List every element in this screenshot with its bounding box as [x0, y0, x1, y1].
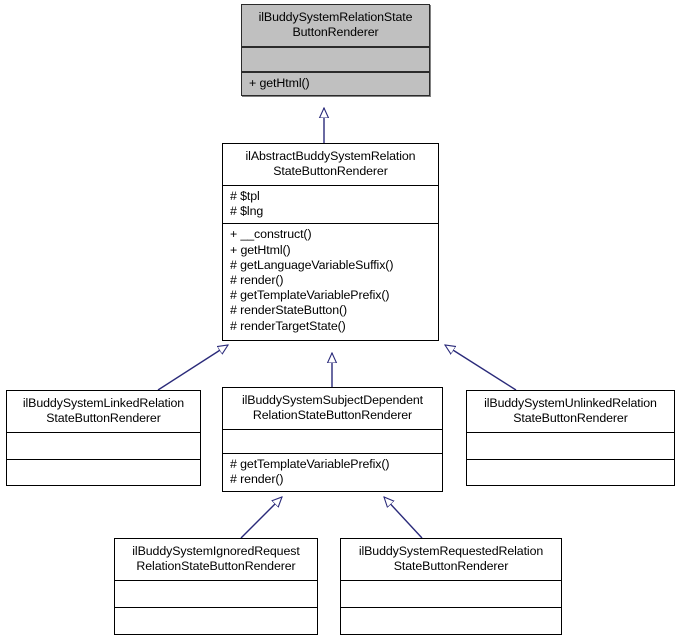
class-name-unlinked: ilBuddySystemUnlinkedRelation StateButto…: [484, 396, 657, 425]
class-name-root: ilBuddySystemRelationState ButtonRendere…: [258, 10, 413, 39]
edge-linked-to-abstract: [157, 345, 228, 391]
class-attributes-unlinked: [467, 433, 674, 459]
class-separator: [7, 432, 200, 433]
class-separator: [223, 429, 442, 430]
uml-class-box-unlinked[interactable]: ilBuddySystemUnlinkedRelation StateButto…: [466, 390, 675, 486]
edge-ignored-request-to-subject-dependent: [240, 497, 282, 539]
class-operations-requested: [341, 608, 561, 634]
class-separator: [341, 580, 561, 581]
class-attributes-linked: [7, 433, 200, 459]
class-operations-ignored-request: [115, 608, 317, 634]
edge-requested-to-subject-dependent: [384, 497, 423, 539]
class-operations-root: + getHtml(): [249, 75, 310, 90]
class-name-requested: ilBuddySystemRequestedRelation StateButt…: [358, 544, 544, 573]
class-separator: [467, 458, 674, 460]
class-separator: [115, 607, 317, 608]
uml-class-box-subject-dependent[interactable]: ilBuddySystemSubjectDependent RelationSt…: [222, 387, 443, 492]
class-name-subject-dependent: ilBuddySystemSubjectDependent RelationSt…: [241, 393, 423, 422]
edge-unlinked-to-abstract: [445, 345, 517, 391]
uml-class-box-root[interactable]: ilBuddySystemRelationState ButtonRendere…: [241, 4, 430, 96]
class-attributes-requested: [341, 581, 561, 607]
class-operations-abstract: + __construct() + getHtml() # getLanguag…: [230, 227, 394, 333]
class-separator: [242, 46, 429, 48]
class-separator: [223, 223, 438, 225]
class-operations-linked: [7, 460, 200, 486]
class-name-linked: ilBuddySystemLinkedRelation StateButtonR…: [22, 396, 185, 425]
uml-class-box-abstract[interactable]: ilAbstractBuddySystemRelation StateButto…: [222, 143, 439, 341]
class-separator: [115, 580, 317, 581]
class-operations-unlinked: [467, 460, 674, 486]
class-attributes-root: [242, 48, 429, 71]
class-name-abstract: ilAbstractBuddySystemRelation StateButto…: [245, 149, 416, 178]
uml-class-box-ignored-request[interactable]: ilBuddySystemIgnoredRequest RelationStat…: [114, 538, 318, 635]
uml-class-box-requested[interactable]: ilBuddySystemRequestedRelation StateButt…: [340, 538, 562, 635]
class-name-ignored-request: ilBuddySystemIgnoredRequest RelationStat…: [132, 544, 300, 573]
class-separator: [242, 70, 429, 73]
class-attributes-ignored-request: [115, 581, 317, 607]
class-separator: [341, 607, 561, 608]
class-separator: [223, 452, 442, 454]
class-attributes-subject-dependent: [223, 430, 442, 453]
class-attributes-abstract: # $tpl # $lng: [230, 189, 264, 219]
class-separator: [223, 185, 438, 186]
class-separator: [467, 432, 674, 433]
class-operations-subject-dependent: # getTemplateVariablePrefix() # render(): [230, 456, 390, 486]
uml-class-box-linked[interactable]: ilBuddySystemLinkedRelation StateButtonR…: [6, 390, 201, 486]
class-separator: [7, 458, 200, 460]
